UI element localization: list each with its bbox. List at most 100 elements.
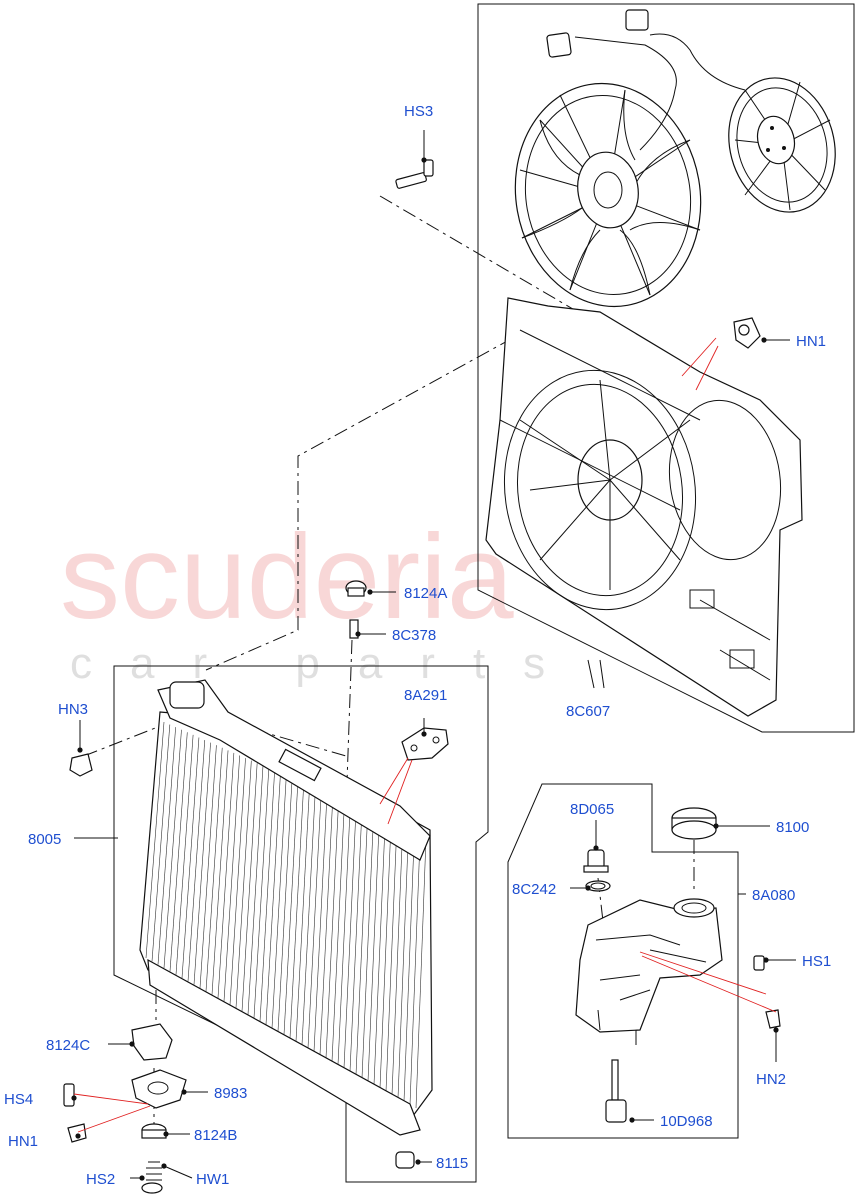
label-8a080: 8A080 (752, 887, 795, 904)
radiator-fin-line (367, 817, 380, 1082)
label-8983: 8983 (214, 1085, 247, 1102)
bracket-8c378-icon (349, 619, 359, 639)
radiator-fin-line (349, 809, 363, 1072)
radiator-fin-line (373, 819, 386, 1085)
label-8100: 8100 (776, 819, 809, 836)
radiator-fin-line (301, 789, 316, 1045)
label-hn3: HN3 (58, 701, 88, 718)
radiator-fin-line (163, 729, 182, 969)
label-10d968: 10D968 (660, 1113, 713, 1130)
radiator-fin-line (397, 830, 409, 1099)
radiator-fin-line (295, 786, 310, 1042)
radiator-fin-line (331, 801, 345, 1062)
radiator-fin-line (157, 727, 176, 965)
fan-shroud-icon (485, 297, 803, 717)
radiator-fin-line (217, 752, 235, 999)
radiator-fin-line (253, 768, 270, 1019)
radiator-fin-line (271, 776, 287, 1029)
label-8124b: 8124B (194, 1127, 237, 1144)
grommet-8115-icon (395, 1151, 415, 1169)
label-hs1: HS1 (802, 953, 831, 970)
tank-group-outline (507, 783, 739, 1139)
radiator-fin-line (223, 755, 240, 1002)
watermark-main: scuderia (60, 510, 514, 644)
radiator-fin-line (313, 794, 328, 1052)
expansion-tank-icon (575, 898, 723, 1045)
radiator-fin-line (337, 804, 351, 1065)
label-8005: 8005 (28, 831, 61, 848)
bleed-screw-8d065-icon (583, 849, 609, 873)
radiator-fin-line (361, 814, 374, 1079)
radiator-fin-line (169, 732, 188, 972)
radiator-fin-line (283, 781, 299, 1035)
label-8124a: 8124A (404, 585, 447, 602)
filler-cap-8100-icon (671, 807, 717, 840)
radiator-fin-line (187, 740, 206, 982)
label-hs3: HS3 (404, 103, 433, 120)
bracket-8983-icon (131, 1069, 187, 1109)
reference-lines (73, 337, 777, 1133)
sensor-hs1-icon (753, 955, 781, 1029)
grommet-8124b-icon (141, 1123, 167, 1139)
bolt-hs2-icon (141, 1182, 163, 1194)
bolt-hs4-icon (63, 1083, 75, 1107)
label-8115: 8115 (436, 1155, 468, 1172)
radiator-fin-line (229, 758, 246, 1005)
radiator-fin-line (199, 745, 217, 989)
radiator-fin-line (385, 825, 398, 1092)
label-8c242: 8C242 (512, 881, 556, 898)
mount-8124c-icon (131, 1023, 173, 1061)
nut-hn3-icon (69, 753, 93, 777)
spring-hw1-icon (146, 1161, 162, 1181)
label-8124c: 8124C (46, 1037, 90, 1054)
small-fan-icon (625, 9, 836, 213)
label-hs4: HS4 (4, 1091, 33, 1108)
nut-hn1-top-icon (733, 317, 761, 349)
watermark-sub: car parts (70, 639, 583, 688)
radiator-fin-line (403, 832, 415, 1102)
radiator-fin-line (415, 837, 427, 1109)
radiator-icon (139, 679, 433, 1136)
assembly-line-shroud-radiator (205, 311, 561, 671)
radiator-group-outline (113, 665, 489, 1183)
radiator-fin-line (259, 770, 275, 1022)
radiator-fin-line (379, 822, 392, 1089)
label-hs2: HS2 (86, 1171, 115, 1188)
radiator-fin-line (145, 721, 165, 959)
radiator-fin-line (241, 763, 258, 1012)
radiator-fin-line (235, 760, 252, 1009)
label-hn2: HN2 (756, 1071, 786, 1088)
radiator-fin-line (205, 747, 223, 992)
label-hn1-top: HN1 (796, 333, 826, 350)
radiator-fin-line (277, 778, 293, 1032)
label-8d065: 8D065 (570, 801, 614, 818)
radiator-fin-line (355, 812, 369, 1075)
label-8c378: 8C378 (392, 627, 436, 644)
radiator-fin-line (307, 791, 322, 1049)
fan-group-outline (477, 3, 855, 733)
radiator-fin-line (175, 734, 194, 975)
radiator-fin-line (265, 773, 281, 1025)
label-hn1-bottom: HN1 (8, 1133, 38, 1150)
radiator-fin-line (325, 799, 339, 1059)
radiator-fin-line (391, 827, 404, 1095)
radiator-fin-line (151, 724, 171, 962)
leader-lines (74, 130, 796, 1179)
radiator-fin-line (343, 807, 357, 1069)
label-8c607: 8C607 (566, 703, 610, 720)
radiator-fin-line (211, 750, 229, 995)
grommet-8124a-icon (345, 580, 367, 597)
bolt-hs3-icon (395, 159, 434, 189)
nut-hn1-bottom-icon (67, 1123, 87, 1143)
radiator-fin-line (409, 835, 421, 1105)
large-fan-icon (514, 32, 702, 308)
o-ring-8c242-icon (585, 880, 611, 892)
radiator-fin-line (289, 783, 305, 1039)
radiator-fin-line (247, 765, 264, 1015)
leader-dots (71, 157, 779, 1181)
sensor-10d968-icon (605, 1059, 627, 1123)
assembly-line-hs3 (379, 195, 579, 313)
radiator-fin-line (181, 737, 200, 979)
label-hw1: HW1 (196, 1171, 229, 1188)
